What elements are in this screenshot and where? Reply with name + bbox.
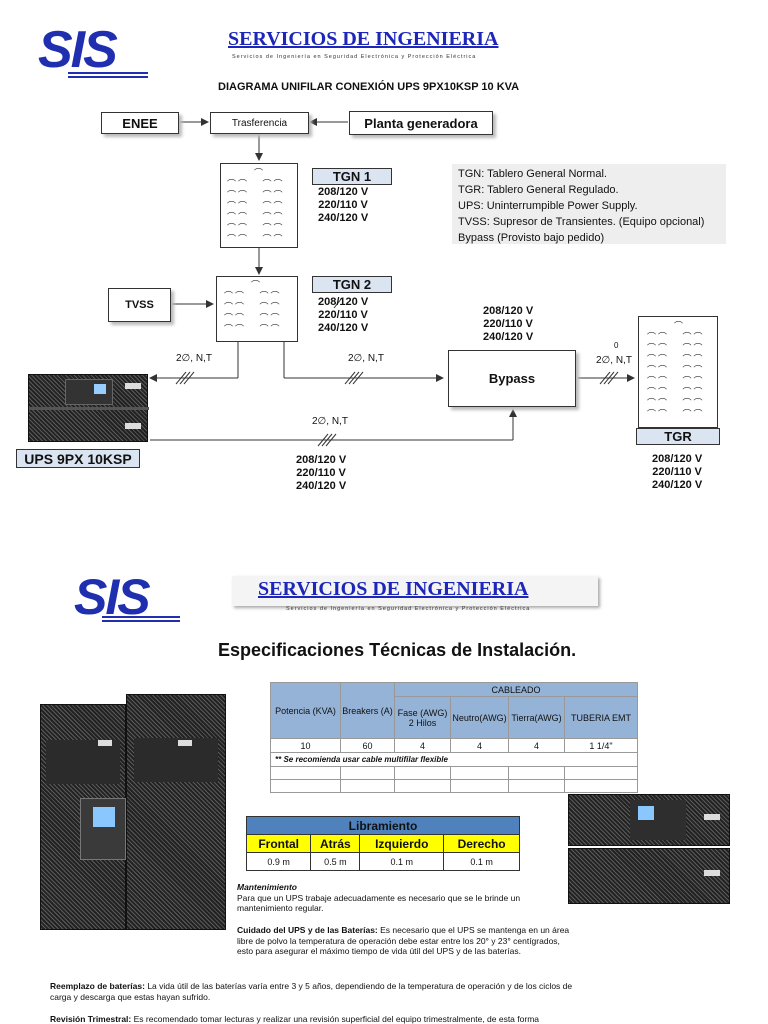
legend: TGN: Tablero General Normal. TGR: Tabler… (452, 164, 726, 244)
logo-text: SIS (38, 21, 118, 79)
enee-box: ENEE (101, 112, 179, 134)
ups-label: UPS 9PX 10KSP (16, 449, 140, 468)
legend-item: Bypass (Provisto bajo pedido) (458, 232, 605, 244)
legend-item: TGN: Tablero General Normal. (458, 168, 607, 180)
bypass-box: Bypass (448, 350, 576, 407)
cuidado-section: Cuidado del UPS y de las Baterías: Es ne… (237, 925, 577, 957)
breaker-rows: ⌒⌒⌒ ⌒⌒⌒⌒ ⌒⌒⌒⌒ ⌒⌒⌒⌒ ⌒⌒⌒⌒ ⌒⌒⌒⌒ ⌒⌒⌒⌒ ⌒⌒⌒⌒ ⌒… (647, 321, 705, 419)
ups-rack-image-2 (568, 794, 730, 904)
breaker-rows: ⌒⌒⌒ ⌒⌒⌒⌒ ⌒⌒⌒⌒ ⌒⌒⌒⌒ ⌒⌒⌒⌒ ⌒⌒⌒⌒ ⌒⌒ (227, 168, 285, 244)
cuidado-text: Es necesario que el UPS se mantenga en u… (237, 925, 570, 956)
reemplazo-text: La vida útil de las baterías varía entre… (50, 981, 573, 1002)
legend-item: UPS: Uninterrumpible Power Supply. (458, 200, 638, 212)
legend-item: TGR: Tablero General Regulado. (458, 184, 619, 196)
spec-table: Potencia (KVA) Breakers (A) CABLEADO Fas… (270, 682, 638, 793)
eaton-badge (98, 740, 112, 746)
mantenimiento-section: Mantenimiento Para que un UPS trabaje ad… (237, 882, 577, 914)
mantenimiento-text: Para que un UPS trabaje adecuadamente es… (237, 892, 521, 914)
col-fase: Fase (AWG) 2 Hilos (394, 696, 451, 739)
logo-text: SIS (74, 569, 151, 625)
col-tierra: Tierra(AWG) (508, 696, 565, 739)
company-tagline-2: Servicios de Ingeniería en Seguridad Ele… (286, 606, 531, 612)
zero-label: 0 (614, 341, 619, 350)
tgn2-label: TGN 2 (312, 276, 392, 293)
tgn1-label: TGN 1 (312, 168, 392, 185)
reemplazo-title: Reemplazo de baterías: (50, 981, 145, 991)
clearance-value: 0.5 m (310, 852, 361, 871)
col-potencia: Potencia (KVA) (270, 682, 341, 739)
clearance-header: Atrás (310, 834, 361, 853)
clearance-header: Derecho (443, 834, 520, 853)
logo-sis-top: SIS (38, 21, 158, 80)
phase-label-ups: 2∅, N,T (176, 353, 212, 364)
company-name-2: SERVICIOS DE INGENIERIA (258, 578, 529, 600)
cuidado-title: Cuidado del UPS y de las Baterías: (237, 925, 378, 935)
revision-section: Revisión Trimestral: Es recomendado toma… (50, 1014, 670, 1024)
table-note: ** Se recomienda usar cable multifilar f… (270, 752, 638, 767)
clearance-header: Izquierdo (359, 834, 445, 853)
tvss-box: TVSS (108, 288, 171, 322)
clearance-value: 0.1 m (359, 852, 445, 871)
diagram-lines (149, 118, 635, 447)
ups-rack-image (28, 374, 149, 442)
legend-item: TVSS: Supresor de Transientes. (Equipo o… (458, 216, 705, 228)
clearance-header: Frontal (245, 834, 312, 853)
tgr-panel: ⌒⌒⌒ ⌒⌒⌒⌒ ⌒⌒⌒⌒ ⌒⌒⌒⌒ ⌒⌒⌒⌒ ⌒⌒⌒⌒ ⌒⌒⌒⌒ ⌒⌒⌒⌒ ⌒… (638, 316, 718, 428)
table-row: 10 60 4 4 4 1 1/4" (270, 738, 638, 753)
clearance-value: 0.1 m (443, 852, 520, 871)
clearance-value: 0.9 m (245, 852, 312, 871)
col-neutro: Neutro(AWG) (450, 696, 509, 739)
ups-tower-image (40, 694, 226, 930)
reemplazo-section: Reemplazo de baterías: La vida útil de l… (50, 981, 590, 1002)
specs-title: Especificaciones Técnicas de Instalación… (218, 640, 577, 660)
revision-title: Revisión Trimestral: (50, 1014, 132, 1024)
mantenimiento-title: Mantenimiento (237, 882, 297, 892)
company-banner (232, 576, 598, 606)
transfer-box: Trasferencia (210, 112, 309, 134)
tgn2-panel: ⌒⌒⌒ ⌒⌒⌒⌒ ⌒⌒⌒⌒ ⌒⌒⌒⌒ ⌒⌒ (216, 276, 298, 342)
clearance-title: Libramiento (246, 816, 520, 835)
tgn1-panel: ⌒⌒⌒ ⌒⌒⌒⌒ ⌒⌒⌒⌒ ⌒⌒⌒⌒ ⌒⌒⌒⌒ ⌒⌒⌒⌒ ⌒⌒ (220, 163, 298, 248)
company-name: SERVICIOS DE INGENIERIA (228, 28, 499, 50)
diagram-title: DIAGRAMA UNIFILAR CONEXIÓN UPS 9PX10KSP … (218, 81, 520, 93)
col-cableado: CABLEADO (394, 682, 638, 697)
clearance-table: Libramiento Frontal Atrás Izquierdo Dere… (245, 816, 520, 871)
col-breakers: Breakers (A) (340, 682, 395, 739)
col-tuberia: TUBERIA EMT (564, 696, 638, 739)
tgr-label: TGR (636, 428, 720, 445)
phase-label-bypass: 2∅, N,T (348, 353, 384, 364)
revision-text: Es recomendado tomar lecturas y realizar… (133, 1014, 539, 1024)
phase-label-bottom: 2∅, N,T (312, 416, 348, 427)
generator-box: Planta generadora (349, 111, 493, 135)
eaton-badge (178, 740, 192, 746)
phase-label-tgr: 2∅, N,T (596, 355, 632, 366)
company-tagline: Servicios de Ingeniería en Seguridad Ele… (232, 54, 477, 60)
logo-sis-bottom: SIS (74, 569, 186, 625)
breaker-rows: ⌒⌒⌒ ⌒⌒⌒⌒ ⌒⌒⌒⌒ ⌒⌒⌒⌒ ⌒⌒ (224, 280, 282, 334)
